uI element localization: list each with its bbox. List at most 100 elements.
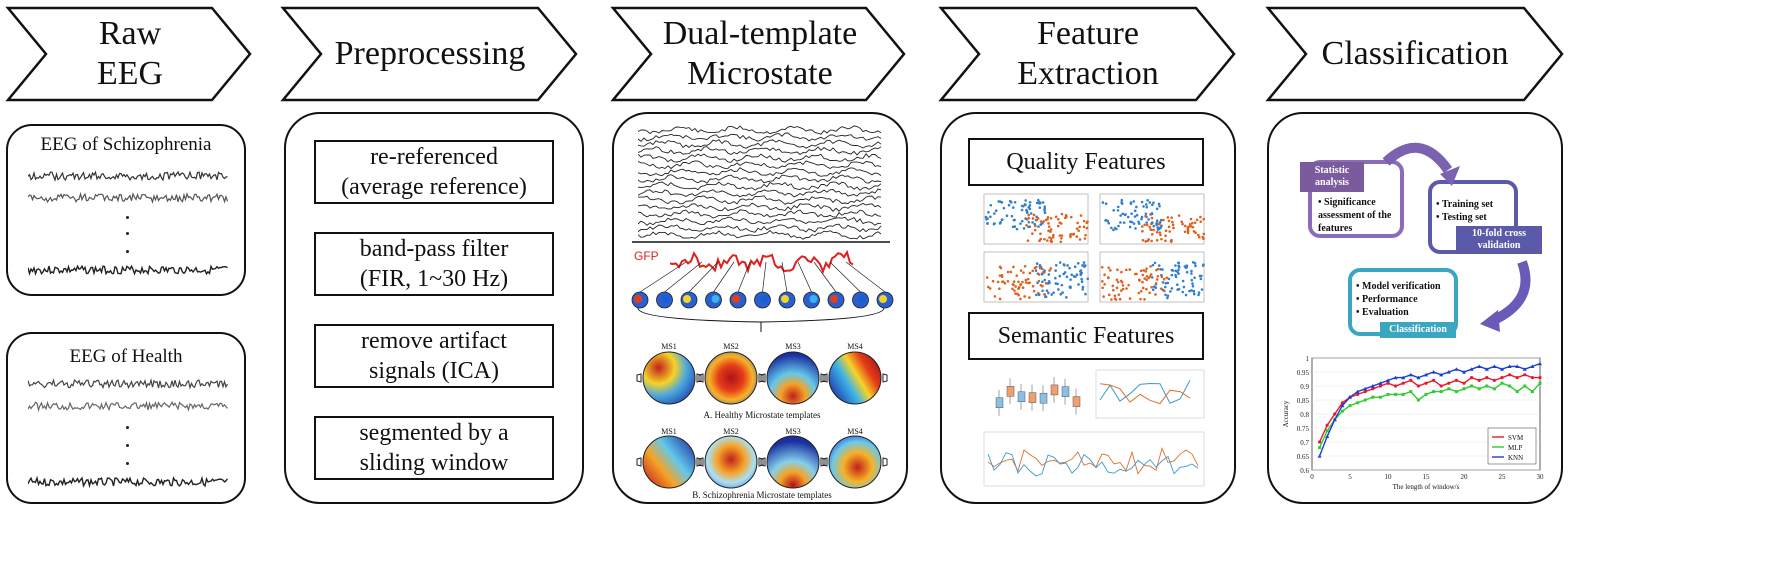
eeg-channel-trace	[638, 174, 882, 184]
data-point	[1424, 381, 1428, 385]
eeg-channel-trace	[638, 153, 882, 163]
data-point	[1424, 372, 1428, 377]
chevron-microstate	[610, 6, 906, 102]
classification-label: Classification	[1380, 322, 1456, 338]
data-point	[1538, 381, 1542, 385]
step-title-line1: Raw	[98, 15, 162, 52]
ellipsis-dot	[126, 216, 129, 219]
data-point	[1401, 392, 1405, 396]
eeg-channel-trace	[638, 202, 882, 212]
training-item: • Training set	[1436, 199, 1494, 210]
gfp-label: GFP	[634, 249, 659, 263]
chevron-feature-extraction	[938, 6, 1236, 102]
step-line1: segmented by a	[359, 420, 509, 446]
data-point	[1530, 364, 1535, 368]
quality-scatter-plots	[983, 193, 1206, 303]
step-title-line1: Feature	[1037, 15, 1139, 52]
x-tick-label: 15	[1423, 473, 1431, 481]
data-point	[1378, 395, 1382, 399]
eeg-channel-trace	[638, 188, 882, 198]
data-point	[1325, 429, 1329, 433]
x-tick-label: 20	[1461, 473, 1469, 481]
preprocess-step-bandpass: band-pass filter (FIR, 1~30 Hz)	[314, 232, 554, 296]
health-eeg-panel: EEG of Health	[6, 332, 246, 504]
model-item: • Performance	[1356, 294, 1418, 305]
cycle-arrow-right	[1491, 260, 1531, 325]
step-feature-title: Feature Extraction	[978, 12, 1198, 96]
data-point	[1356, 401, 1360, 405]
data-point	[1530, 376, 1534, 380]
preprocess-step-rereference: re-referenced (average reference)	[314, 140, 554, 204]
y-tick-label: 1	[1306, 355, 1310, 363]
data-point	[1393, 375, 1398, 380]
data-point	[1409, 390, 1413, 394]
data-point	[1371, 387, 1375, 391]
y-tick-label: 0.65	[1297, 453, 1310, 461]
health-eeg-traces	[28, 377, 228, 489]
eeg-channel-trace	[638, 146, 882, 156]
data-point	[1378, 381, 1383, 385]
data-point	[1523, 373, 1527, 377]
chevron-row	[5, 6, 1564, 102]
eeg-channel-trace	[638, 160, 882, 170]
ellipsis-dot	[126, 444, 129, 447]
chevron-classification	[1265, 6, 1564, 102]
step-line1: remove artifact	[361, 328, 507, 354]
chevron-preprocessing	[280, 6, 578, 102]
legend-label: MLP	[1508, 444, 1523, 452]
data-point	[1485, 384, 1489, 388]
step-line2: signals (ICA)	[369, 358, 499, 384]
data-point	[1356, 392, 1360, 396]
step-preprocessing-title: Preprocessing	[320, 12, 540, 96]
data-point	[1401, 381, 1405, 385]
data-point	[1485, 376, 1489, 380]
statistic-analysis-label: Statistic analysis	[1300, 162, 1364, 192]
data-point	[1447, 387, 1451, 391]
data-point	[1355, 389, 1360, 394]
eeg-channel-trace	[638, 216, 882, 226]
y-axis-label: Accuracy	[1282, 400, 1290, 427]
healthy-ms2-topomap	[704, 351, 758, 405]
step-line1: re-referenced	[370, 144, 498, 170]
semantic-feature-plots	[983, 369, 1205, 487]
data-point	[1416, 384, 1420, 388]
data-point	[1318, 446, 1322, 450]
healthy-ms1-topomap	[642, 351, 696, 405]
preprocess-step-ica: remove artifact signals (ICA)	[314, 324, 554, 388]
data-point	[1424, 392, 1428, 396]
schizophrenia-eeg-traces	[28, 170, 228, 277]
data-point	[1340, 409, 1344, 413]
step-title-line1: Classification	[1321, 35, 1509, 72]
ms4-label: MS4	[847, 427, 863, 436]
data-point	[1522, 367, 1527, 371]
eeg-channel-trace	[638, 181, 882, 191]
data-point	[1431, 370, 1436, 374]
model-items: • Model verification • Performance • Eva…	[1356, 280, 1466, 319]
testing-item: • Testing set	[1436, 212, 1487, 223]
ms2-label: MS2	[723, 427, 739, 436]
eeg-channel-trace	[638, 132, 882, 143]
chevron-raw-eeg	[5, 6, 252, 102]
x-tick-label: 5	[1348, 473, 1352, 481]
health-eeg-title: EEG of Health	[69, 346, 183, 367]
data-point	[1363, 390, 1367, 394]
model-item: • Model verification	[1356, 281, 1441, 292]
data-point	[1470, 376, 1474, 380]
data-point	[1378, 384, 1382, 388]
data-point	[1492, 387, 1496, 391]
healthy-templates-caption: A. Healthy Microstate templates	[704, 410, 821, 420]
step-title-line1: Dual-template	[662, 15, 858, 52]
ellipsis-dot	[126, 426, 129, 429]
data-point	[1462, 381, 1466, 385]
data-point	[1462, 387, 1466, 391]
step-line2: (FIR, 1~30 Hz)	[359, 266, 509, 292]
legend-label: KNN	[1508, 454, 1523, 462]
eeg-channel-trace	[638, 229, 882, 240]
x-tick-label: 10	[1385, 473, 1393, 481]
eeg-channel-trace	[638, 125, 882, 135]
ms4-label: MS4	[847, 342, 863, 351]
data-point	[1454, 390, 1458, 394]
data-point	[1446, 370, 1451, 374]
data-point	[1515, 364, 1520, 368]
